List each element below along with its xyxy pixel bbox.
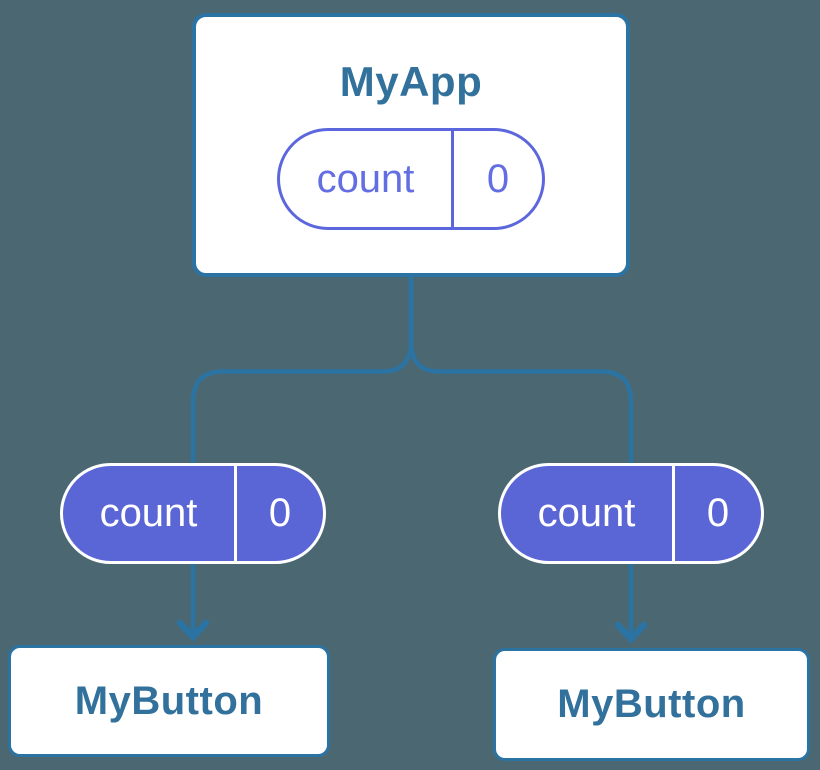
state-value: 0 <box>486 156 510 201</box>
arrow-down-icon <box>176 619 210 642</box>
connector-branch-left <box>190 277 414 632</box>
prop-value: 0 <box>268 491 292 535</box>
parent-component-name: MyApp <box>339 58 483 105</box>
myapp-card: MyApp count 0 <box>192 13 630 277</box>
arrow-down-icon <box>614 621 648 644</box>
prop-pill-right: count 0 <box>498 463 764 564</box>
child-component-name: MyButton <box>557 682 746 726</box>
prop-pill-left: count 0 <box>60 463 326 564</box>
prop-value: 0 <box>706 491 730 535</box>
mybutton-card-left: MyButton <box>8 645 330 757</box>
connector-branch-right <box>408 277 634 634</box>
prop-key: count <box>501 466 675 561</box>
child-component-name: MyButton <box>74 678 264 723</box>
state-key: count <box>280 131 454 227</box>
mybutton-card-right: MyButton <box>493 648 810 761</box>
state-pill: count 0 <box>277 128 545 230</box>
prop-key: count <box>63 466 237 561</box>
